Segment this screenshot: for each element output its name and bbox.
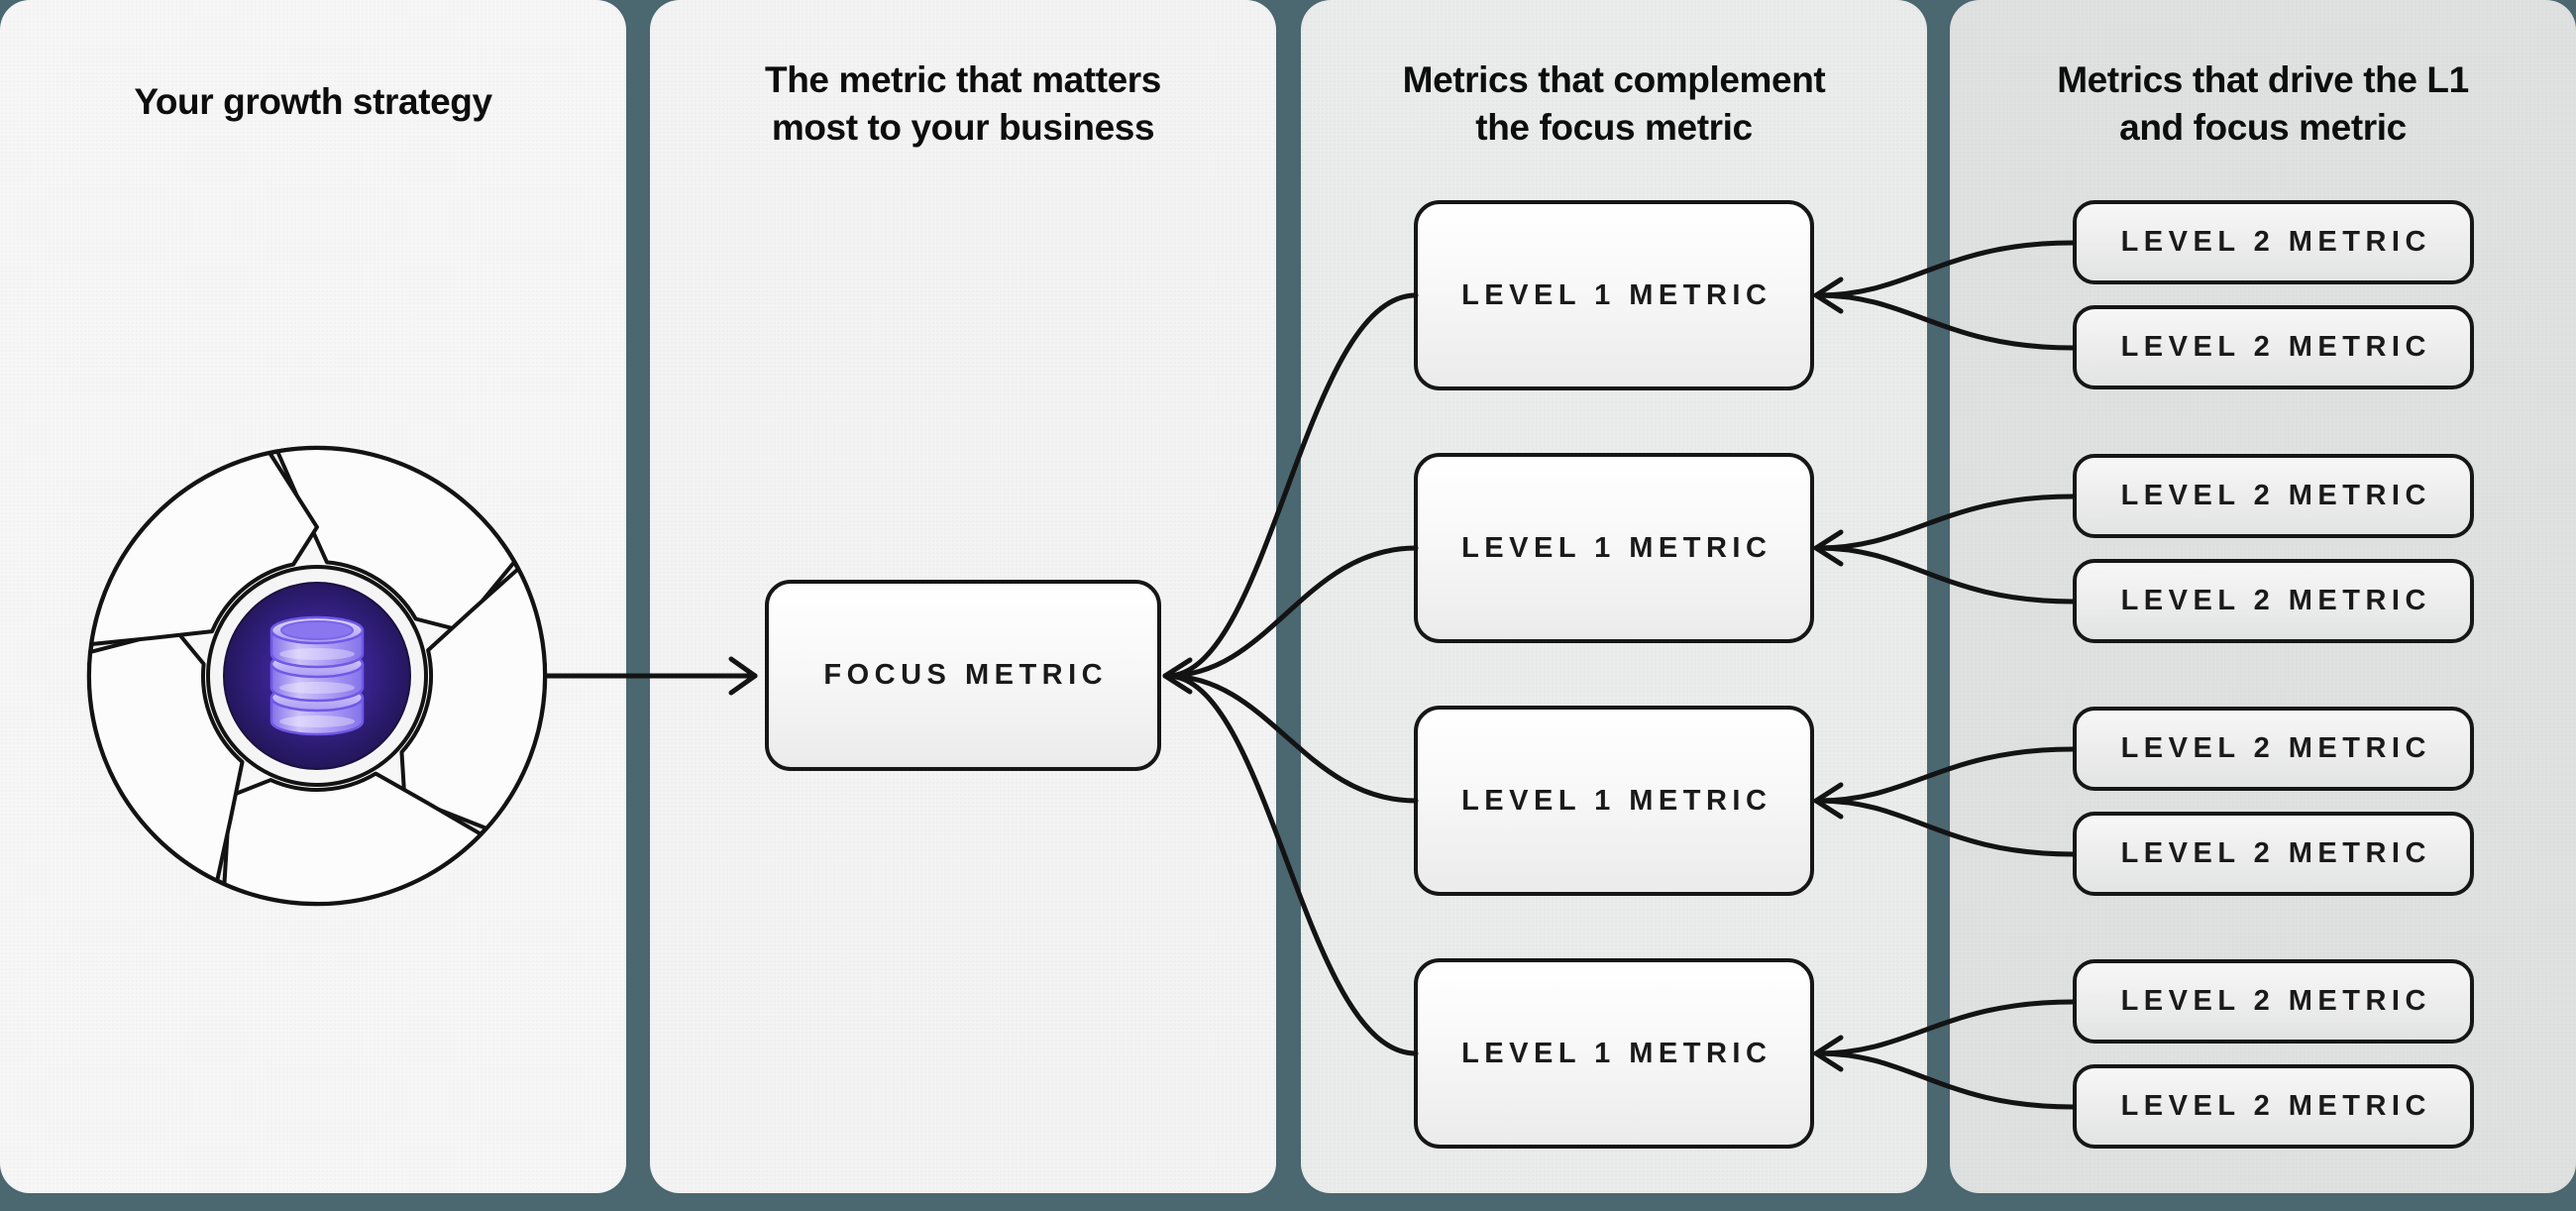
panel-level2-metrics: Metrics that drive the L1 and focus metr… xyxy=(1950,0,2576,1193)
panel-title-line: Your growth strategy xyxy=(134,81,492,122)
level2-metric-box: LEVEL 2 METRIC xyxy=(2073,559,2474,643)
level1-metric-box: LEVEL 1 METRIC xyxy=(1414,958,1814,1149)
panel-title-line: most to your business xyxy=(771,107,1155,148)
panel-growth-strategy: Your growth strategy xyxy=(0,0,626,1193)
panel-title-growth-strategy: Your growth strategy xyxy=(0,78,626,126)
panel-level1-metrics: Metrics that complement the focus metric… xyxy=(1301,0,1927,1193)
level1-metric-box: LEVEL 1 METRIC xyxy=(1414,200,1814,390)
level2-metric-box: LEVEL 2 METRIC xyxy=(2073,959,2474,1044)
panel-title-line: the focus metric xyxy=(1475,107,1753,148)
level2-metric-box: LEVEL 2 METRIC xyxy=(2073,1064,2474,1149)
level1-metric-box: LEVEL 1 METRIC xyxy=(1414,706,1814,896)
level2-metric-box: LEVEL 2 METRIC xyxy=(2073,812,2474,896)
panel-title-level1-metrics: Metrics that complement the focus metric xyxy=(1301,56,1927,152)
panel-title-line: and focus metric xyxy=(2119,107,2407,148)
panel-focus-metric: The metric that matters most to your bus… xyxy=(650,0,1276,1193)
focus-metric-box: FOCUS METRIC xyxy=(765,580,1161,771)
level1-metric-box: LEVEL 1 METRIC xyxy=(1414,453,1814,643)
panel-title-focus-metric: The metric that matters most to your bus… xyxy=(650,56,1276,152)
panel-title-line: The metric that matters xyxy=(765,59,1161,100)
panel-title-level2-metrics: Metrics that drive the L1 and focus metr… xyxy=(1950,56,2576,152)
level2-metric-box: LEVEL 2 METRIC xyxy=(2073,707,2474,791)
panel-title-line: Metrics that drive the L1 xyxy=(2057,59,2469,100)
level2-metric-box: LEVEL 2 METRIC xyxy=(2073,200,2474,284)
level2-metric-box: LEVEL 2 METRIC xyxy=(2073,305,2474,389)
panel-title-line: Metrics that complement xyxy=(1402,59,1826,100)
level2-metric-box: LEVEL 2 METRIC xyxy=(2073,454,2474,538)
